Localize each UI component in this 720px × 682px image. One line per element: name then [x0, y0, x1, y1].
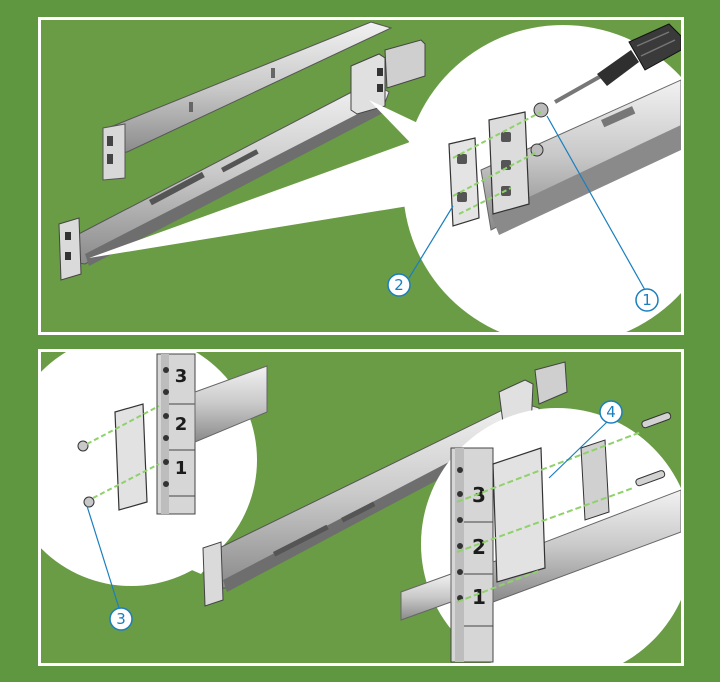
top-panel-drawing: 1 2 — [58, 21, 681, 332]
zoom-pointer-left — [141, 548, 211, 574]
callout-3: 3 — [109, 607, 133, 631]
bottom-panel: 3 2 1 — [38, 349, 684, 666]
screwdriver-icon — [554, 23, 681, 104]
callout-2-label: 2 — [394, 276, 404, 294]
callout-4: 4 — [599, 400, 623, 424]
callout-2: 2 — [387, 273, 411, 297]
callout-4-leader — [548, 421, 608, 479]
magnified-view-left: 3 2 1 — [41, 352, 268, 586]
rear-rail — [102, 21, 393, 181]
rack-unit-label-right-1: 1 — [472, 585, 486, 609]
callout-1-leader — [546, 115, 646, 291]
front-rail — [58, 39, 426, 281]
callout-4-label: 4 — [606, 403, 616, 421]
magnified-view-right: 3 2 1 — [400, 408, 681, 663]
rack-unit-label-right-3: 3 — [472, 483, 486, 507]
rack-unit-label-left-1: 1 — [175, 458, 188, 479]
rack-unit-label-left-2: 2 — [175, 414, 188, 435]
zoom-pointer — [89, 138, 433, 258]
callout-2-leader — [408, 205, 454, 279]
top-panel: 1 2 — [38, 17, 684, 335]
magnified-view — [403, 25, 681, 332]
rack-unit-label-right-2: 2 — [472, 535, 486, 559]
bottom-panel-drawing: 3 2 1 — [41, 352, 681, 663]
callout-1-label: 1 — [642, 291, 652, 309]
rack-unit-label-left-3: 3 — [175, 366, 188, 387]
callout-3-label: 3 — [116, 610, 126, 628]
callout-1: 1 — [635, 288, 659, 312]
callout-3-leader — [86, 505, 120, 609]
